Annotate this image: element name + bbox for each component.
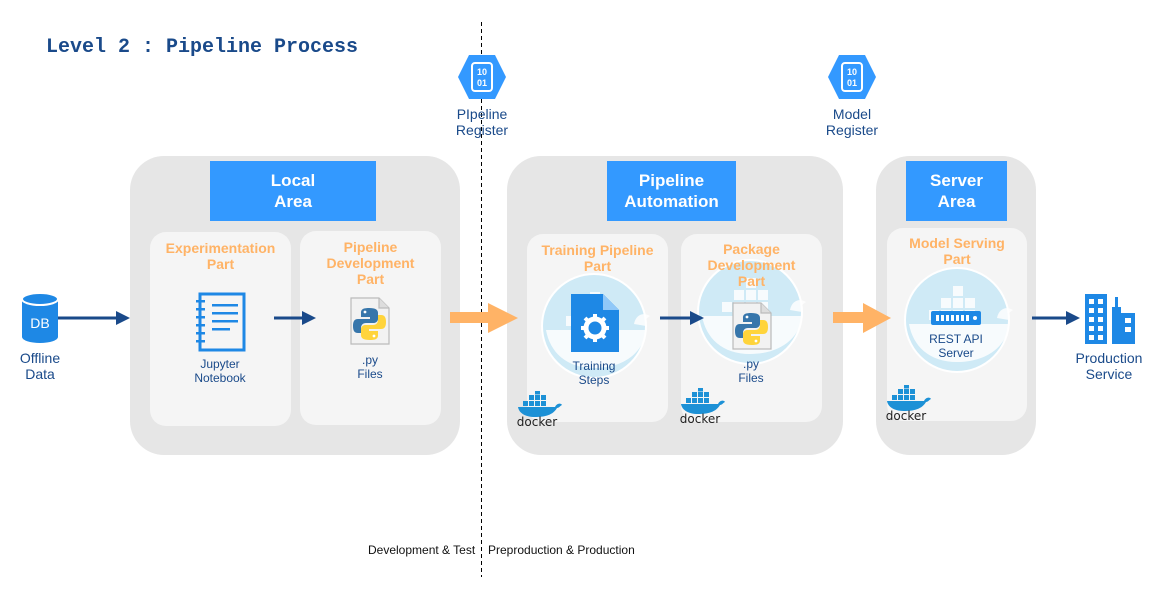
- svg-text:docker: docker: [886, 409, 926, 423]
- model-register-label: Model Register: [825, 106, 879, 138]
- arrow-training-to-package: [660, 311, 704, 325]
- svg-text:10: 10: [477, 67, 487, 77]
- server-icon: [931, 311, 981, 325]
- training-steps-label: Training Steps: [572, 359, 616, 387]
- training-file-gear-icon: [571, 294, 619, 352]
- pipeline-register-icon: 10 01: [458, 55, 506, 99]
- model-register-icon: 10 01: [828, 55, 876, 99]
- jupyter-notebook-label: Jupyter Notebook: [194, 357, 246, 385]
- training-pipeline-part-title: Training Pipeline Part: [541, 242, 654, 274]
- py-files-label-local: .py Files: [357, 353, 383, 381]
- svg-text:01: 01: [847, 78, 857, 88]
- svg-text:docker: docker: [517, 415, 557, 429]
- server-area-title: Server Area: [906, 161, 1007, 221]
- arrow-local-to-automation: [450, 303, 518, 333]
- pipeline-automation-title: Pipeline Automation: [607, 161, 736, 221]
- experimentation-part-title: Experimentation Part: [165, 240, 276, 272]
- svg-text:docker: docker: [680, 412, 720, 426]
- experimentation-part: Experimentation Part: [150, 232, 291, 426]
- arrow-server-to-production: [1032, 311, 1080, 325]
- docker-logo-icon: docker: [680, 388, 725, 426]
- docker-logo-icon: docker: [517, 391, 562, 429]
- building-icon: [1085, 294, 1135, 344]
- offline-data-label: Offline Data: [19, 350, 61, 382]
- pipeline-development-part-title: Pipeline Development Part: [326, 239, 415, 287]
- arrow-automation-to-server: [833, 303, 891, 333]
- stage-label-preprod-prod: Preproduction & Production: [488, 543, 635, 557]
- svg-text:DB: DB: [30, 315, 49, 331]
- arrow-notebook-to-py: [274, 311, 316, 325]
- stage-label-dev-test: Development & Test: [368, 543, 476, 557]
- stage-divider-line: [481, 22, 482, 577]
- arrow-offline-to-local: [58, 311, 130, 325]
- python-file-icon: [350, 297, 390, 345]
- model-serving-part-title: Model Serving Part: [909, 235, 1005, 267]
- docker-logo-icon: docker: [886, 385, 931, 423]
- package-development-part-title: Package Development Part: [707, 241, 796, 289]
- page-title: Level 2 : Pipeline Process: [46, 36, 359, 59]
- pipeline-development-part: Pipeline Development Part: [300, 231, 441, 425]
- rest-api-server-label: REST API Server: [929, 332, 983, 360]
- database-icon: DB: [21, 292, 59, 343]
- svg-text:10: 10: [847, 67, 857, 77]
- python-file-icon: [732, 302, 772, 350]
- notebook-icon: [196, 292, 246, 352]
- pipeline-register-label: PIpeline Register: [455, 106, 509, 138]
- py-files-label-package: .py Files: [738, 357, 764, 385]
- production-service-label: Production Service: [1075, 350, 1143, 382]
- local-area-title: Local Area: [210, 161, 376, 221]
- svg-text:01: 01: [477, 78, 487, 88]
